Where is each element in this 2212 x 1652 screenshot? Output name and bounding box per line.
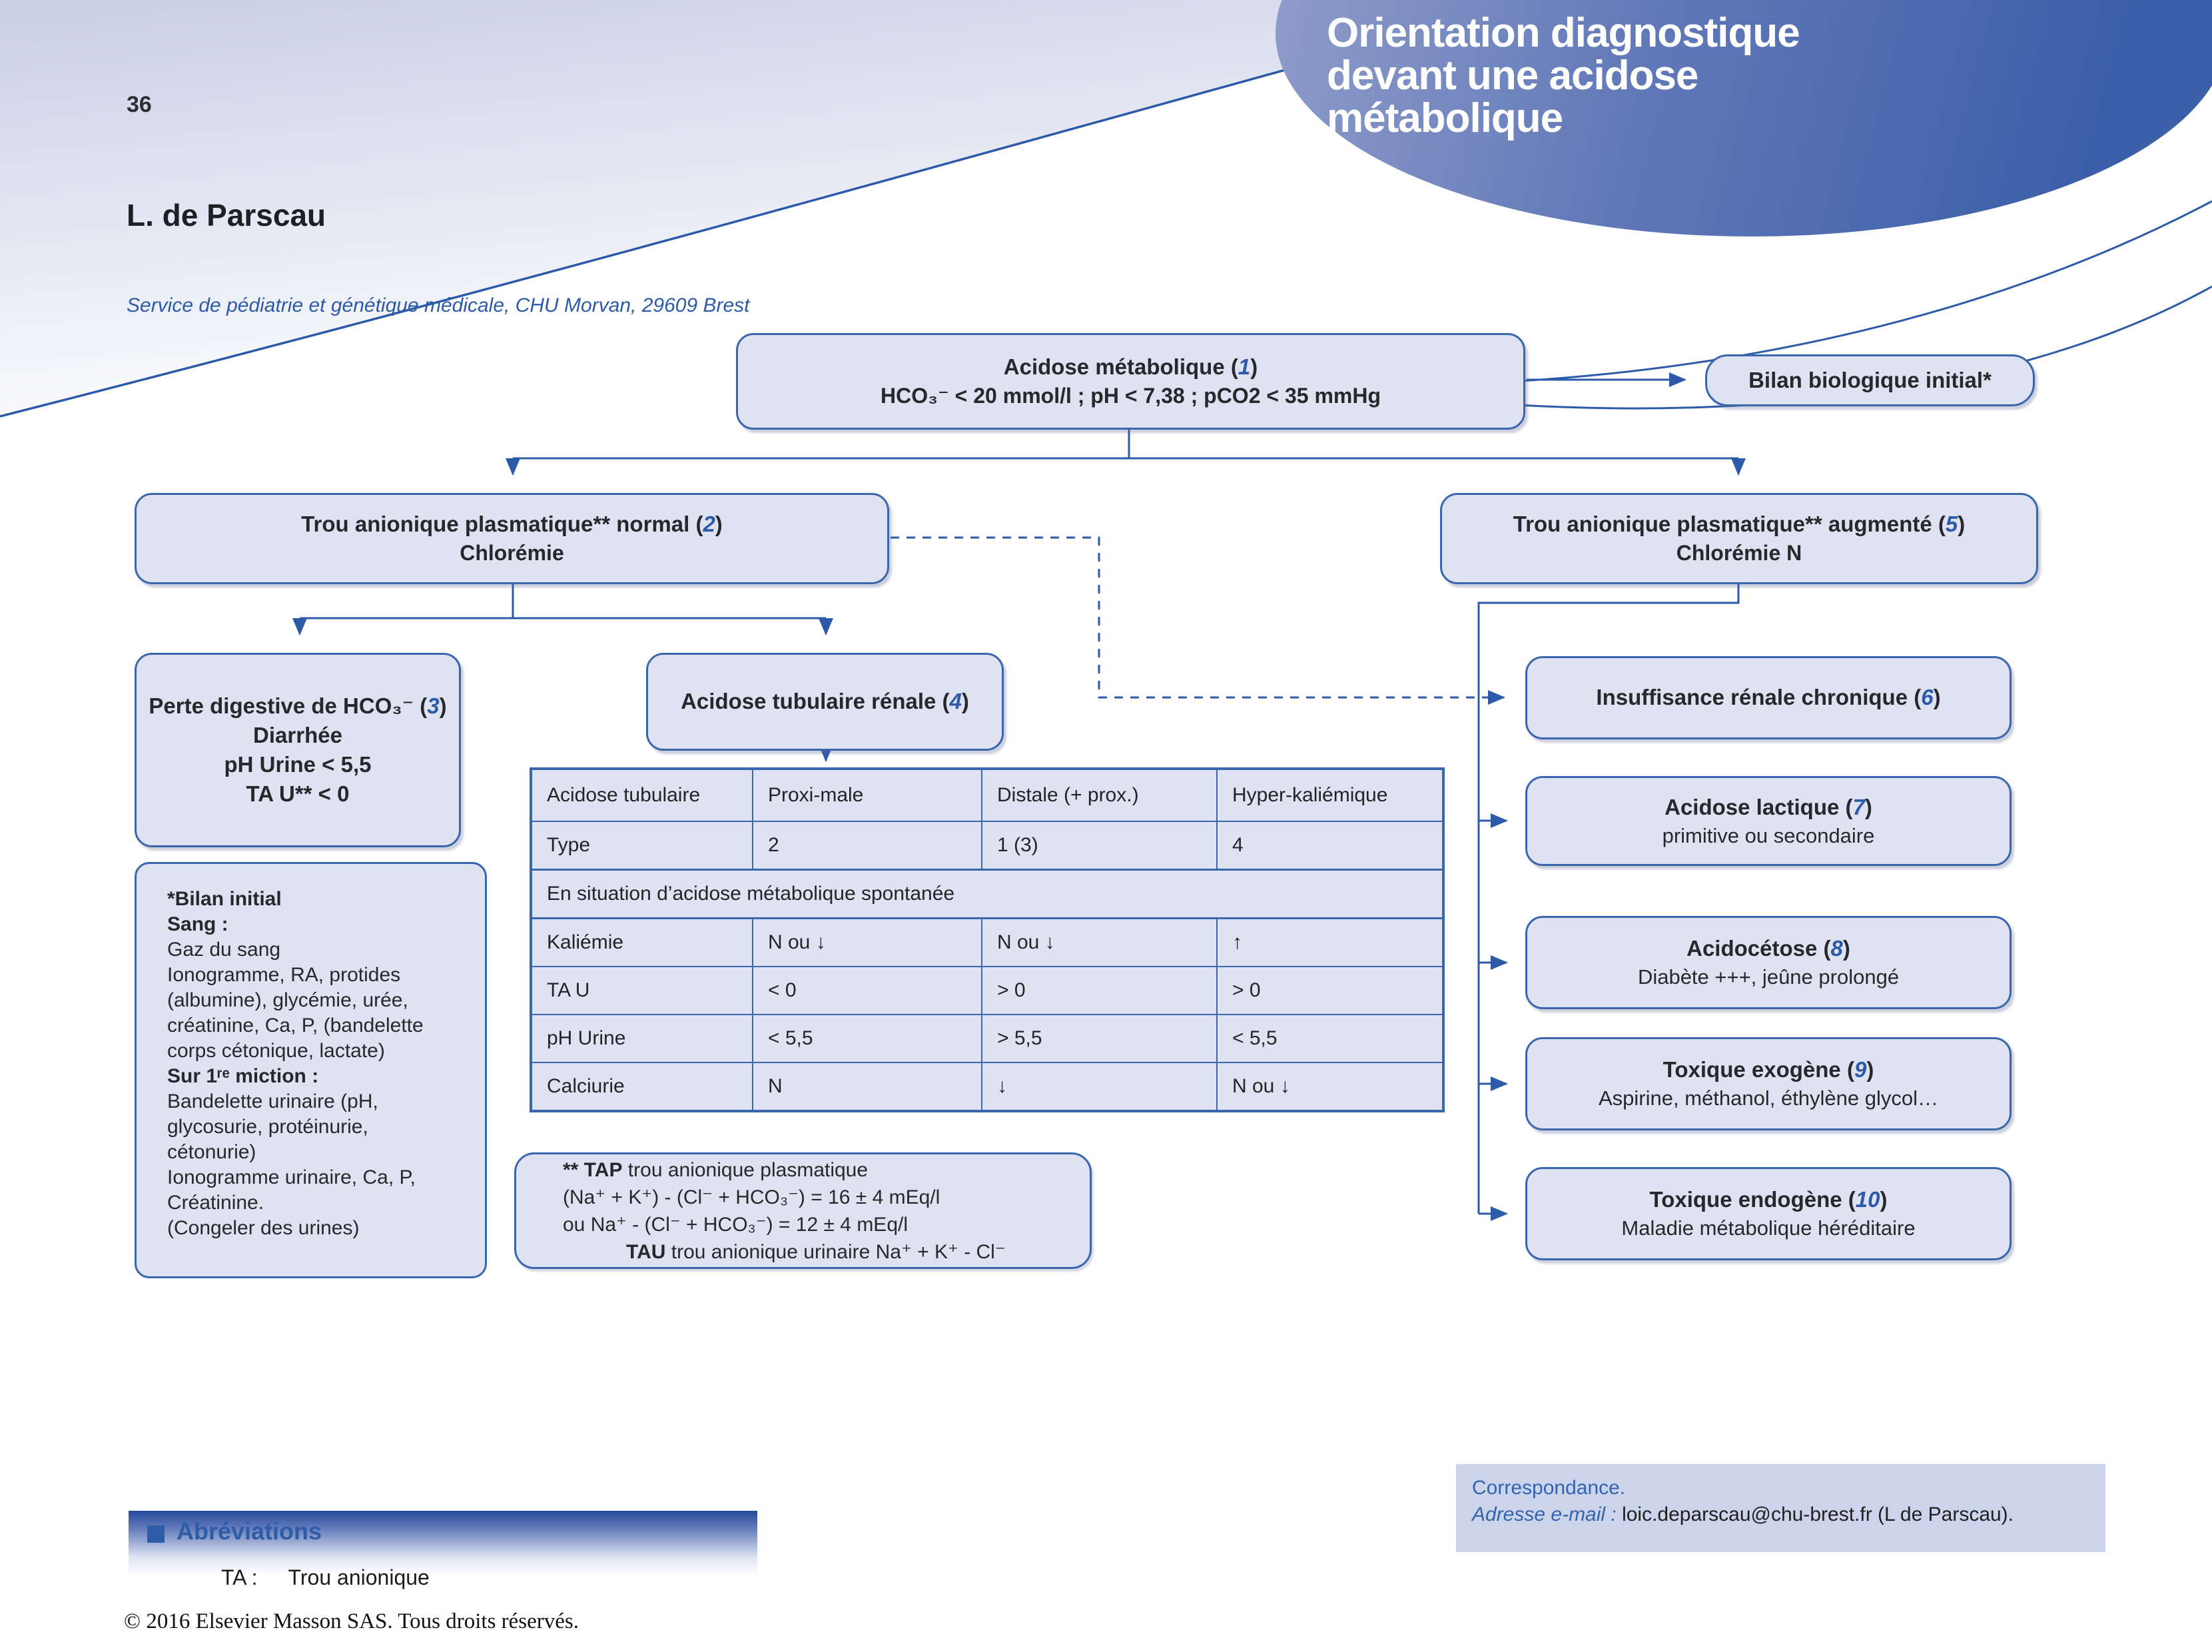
box-title: Acidocétose (8) [1686, 936, 1850, 961]
note-line: Sur 1ʳᵉ miction : [167, 1065, 319, 1087]
abbreviations-heading: Abréviations [177, 1517, 322, 1545]
note-line: (albumine), glycémie, urée, [167, 989, 408, 1011]
page-title: Orientation diagnostique devant une acid… [1327, 12, 1800, 140]
box-title: Trou anionique plasmatique** normal (2) [301, 511, 723, 536]
note-line: (Congeler des urines) [167, 1217, 360, 1239]
flow-box-acidose-tubulaire: Acidose tubulaire rénale (4) [646, 653, 1004, 751]
page-title-line-2: devant une acidose [1327, 53, 1698, 99]
flow-box-acidose-lactique: Acidose lactique (7) primitive ou second… [1525, 776, 2012, 866]
table-cell: < 5,5 [1216, 1014, 1444, 1063]
box-line: Diarrhée [253, 722, 342, 747]
note-line: (Na⁺ + K⁺) - (Cl⁻ + HCO₃⁻) = 16 ± 4 mEq/… [563, 1186, 940, 1208]
copyright-line: © 2016 Elsevier Masson SAS. Tous droits … [124, 1609, 579, 1633]
flow-box-toxique-exogene: Toxique exogène (9) Aspirine, méthanol, … [1525, 1037, 2012, 1130]
box-title: Toxique exogène (9) [1662, 1057, 1874, 1082]
table-cell: N ou ↓ [752, 917, 982, 967]
note-line: ** TAP trou anionique plasmatique [563, 1158, 869, 1181]
page-title-line-3: métabolique [1327, 95, 1563, 141]
table-cell: 4 [1216, 821, 1444, 871]
box-subtitle: Maladie métabolique héréditaire [1621, 1216, 1916, 1240]
correspondence-title: Correspondance. [1472, 1477, 1626, 1499]
abbreviation-term: TA : [221, 1565, 258, 1589]
author-affiliation: Service de pédiatrie et génétique médica… [127, 294, 750, 316]
abbreviation-meaning: Trou anionique [288, 1565, 430, 1589]
header-curve-line [0, 35, 1406, 418]
table-cell: Type [530, 821, 753, 871]
table-cell: Kaliémie [530, 917, 753, 967]
note-line: Gaz du sang [167, 939, 281, 961]
table-merged-cell: En situation d’acidose métabolique spont… [530, 869, 1444, 919]
table-cell: ↓ [981, 1062, 1218, 1112]
box-title: Acidose tubulaire rénale (4) [681, 689, 969, 714]
box-subtitle: Chlorémie N [1676, 541, 1802, 566]
flow-box-insuffisance-renale: Insuffisance rénale chronique (6) [1525, 656, 2012, 739]
email-link[interactable]: loic.deparscau@chu-brest.fr (L de Parsca… [1622, 1503, 2014, 1525]
box-title: Insuffisance rénale chronique (6) [1596, 685, 1941, 710]
note-line: corps cétonique, lactate) [167, 1040, 385, 1062]
note-line: *Bilan initial [167, 888, 282, 910]
box-subtitle: Aspirine, méthanol, éthylène glycol… [1598, 1086, 1939, 1110]
box-subtitle: HCO₃⁻ < 20 mmol/l ; pH < 7,38 ; pCO2 < 3… [880, 384, 1381, 408]
note-line: TAU trou anionique urinaire Na⁺ + K⁺ - C… [626, 1240, 1006, 1263]
table-cell: > 5,5 [981, 1014, 1218, 1063]
flow-box-acidocetose: Acidocétose (8) Diabète +++, jeûne prolo… [1525, 916, 2012, 1009]
table-header-cell: Proxi-male [752, 768, 982, 822]
flow-box-ta-normal: Trou anionique plasmatique** normal (2) … [135, 493, 889, 584]
note-line: cétonurie) [167, 1141, 256, 1163]
box-line: Perte digestive de HCO₃⁻ (3) [149, 693, 447, 718]
box-line: TA U** < 0 [246, 781, 350, 807]
header-wedge-shape [0, 0, 1405, 414]
note-line: créatinine, Ca, P, (bandelette [167, 1015, 424, 1036]
box-subtitle: Chlorémie [460, 541, 564, 566]
table-cell: 2 [752, 821, 982, 871]
table-cell: > 0 [1216, 966, 1444, 1015]
table-cell: pH Urine [530, 1014, 753, 1063]
correspondence-email-line: Adresse e-mail : loic.deparscau@chu-bres… [1472, 1501, 2089, 1528]
box-subtitle: Diabète +++, jeûne prolongé [1637, 965, 1900, 989]
table-header-cell: Distale (+ prox.) [981, 768, 1218, 822]
note-line: Sang : [167, 913, 228, 935]
note-line: Créatinine. [167, 1192, 264, 1214]
note-line: Ionogramme, RA, protides [167, 964, 401, 986]
note-line: Bandelette urinaire (pH, [167, 1090, 378, 1112]
abbreviations-section: Abréviations [129, 1511, 757, 1588]
box-title: Acidose lactique (7) [1664, 794, 1872, 819]
table-cell: < 5,5 [752, 1014, 982, 1063]
flow-box-perte-digestive: Perte digestive de HCO₃⁻ (3) Diarrhée pH… [135, 653, 461, 847]
table-cell: N ou ↓ [981, 917, 1218, 967]
box-title: Bilan biologique initial* [1748, 367, 1992, 392]
square-bullet-icon [147, 1525, 165, 1543]
page-number: 36 [127, 92, 152, 117]
table-cell: ↑ [1216, 917, 1444, 967]
box-title: Toxique endogène (10) [1649, 1187, 1888, 1212]
flow-box-bilan-biologique: Bilan biologique initial* [1705, 354, 2035, 406]
box-line: pH Urine < 5,5 [224, 752, 372, 777]
flow-box-acidose-metabolique: Acidose métabolique (1) HCO₃⁻ < 20 mmol/… [736, 333, 1525, 430]
table-cell: N ou ↓ [1216, 1062, 1444, 1112]
note-line: glycosurie, protéinurie, [167, 1116, 368, 1138]
box-subtitle: primitive ou secondaire [1662, 823, 1875, 847]
table-cell: Calciurie [530, 1062, 753, 1112]
page-title-line-1: Orientation diagnostique [1327, 10, 1800, 56]
table-header-cell: Acidose tubulaire [530, 768, 753, 822]
tap-tau-note: ** TAP trou anionique plasmatique (Na⁺ + … [514, 1152, 1092, 1269]
table-cell: N [752, 1062, 982, 1112]
email-label: Adresse e-mail : [1472, 1503, 1623, 1525]
box-title: Acidose métabolique (1) [1003, 354, 1258, 379]
abbreviation-item: TA : Trou anionique [221, 1565, 430, 1590]
table-header-cell: Hyper-kaliémique [1216, 768, 1444, 822]
table-cell: TA U [530, 966, 753, 1015]
note-line: Ionogramme urinaire, Ca, P, [167, 1166, 416, 1188]
note-line: ou Na⁺ - (Cl⁻ + HCO₃⁻) = 12 ± 4 mEq/l [563, 1213, 908, 1236]
table-cell: > 0 [981, 966, 1218, 1015]
author-name: L. de Parscau [127, 198, 326, 232]
flow-box-toxique-endogene: Toxique endogène (10) Maladie métaboliqu… [1525, 1167, 2012, 1260]
table-cell: 1 (3) [981, 821, 1218, 871]
correspondence-box: Correspondance. Adresse e-mail : loic.de… [1456, 1464, 2105, 1552]
box-title: Trou anionique plasmatique** augmenté (5… [1513, 511, 1966, 536]
flow-box-ta-augmente: Trou anionique plasmatique** augmenté (5… [1440, 493, 2038, 584]
table-cell: < 0 [752, 966, 982, 1015]
